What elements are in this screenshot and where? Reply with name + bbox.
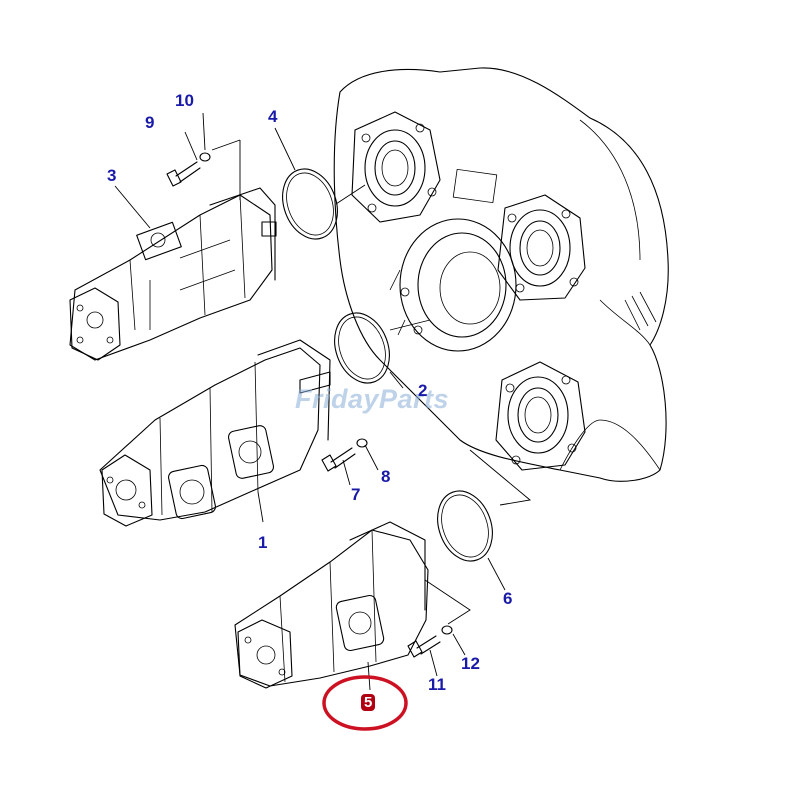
o-ring-2 — [334, 312, 390, 384]
pump-assembly-1 — [99, 339, 331, 527]
pump-drive-housing — [333, 67, 669, 482]
callout-6: 6 — [503, 589, 513, 608]
callout-5: 5 — [361, 694, 376, 711]
callout-2: 2 — [418, 381, 428, 400]
bolt-7 — [321, 447, 356, 472]
o-ring-6 — [437, 490, 493, 562]
callout-10: 10 — [175, 91, 194, 110]
washer-8 — [356, 438, 368, 448]
pump-assembly-3 — [69, 187, 277, 361]
bolt-9 — [166, 161, 201, 187]
callout-11: 11 — [428, 675, 446, 694]
watermark-logo: FridayParts — [295, 384, 450, 414]
bolt-11 — [407, 635, 441, 658]
callout-12: 12 — [461, 654, 480, 673]
callout-8: 8 — [381, 467, 391, 486]
callout-1: 1 — [258, 533, 268, 552]
callout-4: 4 — [268, 107, 278, 126]
callout-9: 9 — [145, 113, 155, 132]
highlight-circle — [322, 675, 408, 731]
o-ring-4 — [282, 168, 338, 240]
callout-3: 3 — [107, 166, 117, 185]
washer-10 — [199, 152, 211, 162]
pump-assembly-5 — [234, 521, 429, 689]
callout-7: 7 — [351, 485, 361, 504]
washer-12 — [441, 625, 453, 635]
